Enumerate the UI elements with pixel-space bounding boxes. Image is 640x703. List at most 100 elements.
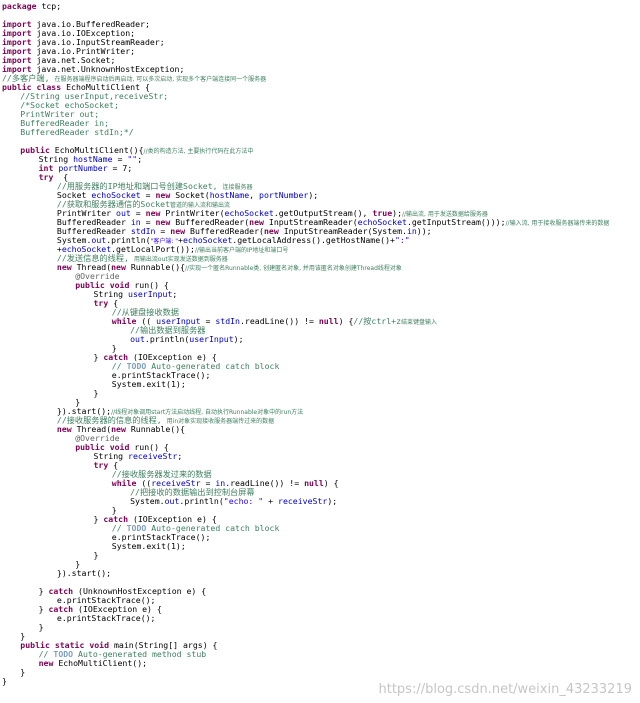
code-token: }).start(); — [56, 568, 112, 578]
code-token: .println( — [144, 334, 190, 344]
code-token: BufferedReader — [56, 226, 131, 236]
code-token: (( — [136, 316, 157, 326]
code-token: PrintWriter — [56, 208, 117, 218]
code-token: catch — [103, 352, 129, 362]
code-token: = — [140, 190, 156, 200]
code-token: import — [2, 37, 32, 47]
code-token: = — [200, 478, 216, 488]
code-token: String — [93, 289, 129, 299]
code-token: = — [155, 226, 171, 236]
code-token: ; — [172, 289, 178, 299]
code-token: void — [109, 442, 130, 452]
code-token: )); — [416, 226, 432, 236]
code-line: package tcp; — [2, 1, 61, 11]
code-line: import java.net.UnknownHostException; — [2, 64, 184, 74]
code-token: = — [140, 217, 156, 227]
code-token: 在服务器端程序启动后再启动, 可以多次启动, 实现多个客户端连接同一个服务器 — [54, 76, 267, 83]
code-token: EchoMultiClient { — [61, 82, 150, 92]
code-token: userInput — [189, 334, 234, 344]
code-token: = — [112, 154, 128, 164]
code-token: BufferedReader — [56, 217, 131, 227]
code-token: new — [111, 262, 126, 272]
code-token: { — [53, 172, 69, 182]
code-token: Thread( — [71, 424, 112, 434]
code-token: public — [75, 442, 105, 452]
code-token: } — [38, 622, 44, 632]
code-token: new — [145, 208, 161, 218]
code-token: (IOException e) { — [128, 514, 217, 524]
code-line: } catch (UnknownHostException e) { — [39, 586, 207, 596]
code-token: Socket( — [170, 190, 210, 200]
code-token: System. — [111, 541, 147, 551]
code-token: Auto-generated method stub — [73, 649, 207, 659]
code-token: java.io.IOException; — [31, 28, 136, 38]
code-token: } — [20, 667, 26, 677]
code-token: run() { — [129, 280, 169, 290]
code-token: //按ctrl+z — [353, 316, 402, 326]
code-token: // — [111, 361, 127, 371]
code-token: new — [263, 226, 279, 236]
code-token: //输出当前客户端的IP地址和端口号 — [194, 247, 289, 254]
code-token: new — [155, 217, 171, 227]
code-token: 结束键盘输入 — [401, 319, 438, 326]
code-token: @Override — [75, 271, 120, 281]
code-token: , — [249, 190, 260, 200]
code-token: PrintWriter( — [160, 208, 225, 218]
code-token: Runnable(){ — [125, 262, 186, 272]
code-token: portNumber — [259, 190, 309, 200]
code-token: ) { — [323, 478, 339, 488]
code-token: InputStreamReader( — [263, 217, 358, 227]
code-token: java.net.UnknownHostException; — [31, 64, 185, 74]
code-token: catch — [48, 586, 74, 596]
code-line: int portNumber = 7; — [39, 163, 133, 173]
code-token: String — [93, 451, 129, 461]
code-token: //接收服务器发过来的数据 — [111, 469, 212, 479]
code-line: /*Socket echoSocket; — [20, 100, 119, 110]
code-token: Auto-generated catch block — [146, 361, 280, 371]
watermark: https://blog.csdn.net/weixin_43233219 — [378, 682, 632, 697]
code-token: null — [304, 478, 324, 488]
code-line: e.printStackTrace(); — [112, 532, 211, 542]
code-token: public — [20, 640, 50, 650]
code-token: BufferedReader( — [170, 217, 250, 227]
code-token: stdIn — [215, 316, 240, 326]
code-token: int — [38, 163, 54, 173]
code-token: new — [170, 226, 186, 236]
code-token: void — [109, 280, 130, 290]
code-token: (UnknownHostException e) { — [73, 586, 207, 596]
code-token: .getInputStream())); — [406, 217, 506, 227]
code-token: userInput — [128, 289, 173, 299]
code-line: //多客户端, 在服务器端程序启动后再启动, 可以多次启动, 实现多个客户端连接… — [2, 73, 266, 83]
code-line: String receiveStr; — [94, 451, 183, 461]
code-line: }).start(); — [57, 568, 111, 578]
code-token: new — [38, 658, 54, 668]
code-line: try { — [39, 172, 69, 182]
code-token: "echo: " — [223, 496, 264, 506]
code-token: //接收服务器的信息的线程, — [56, 415, 167, 425]
code-line: // TODO Auto-generated catch block — [112, 523, 280, 533]
code-token: PrintWriter out; — [20, 109, 100, 119]
code-line: public class EchoMultiClient { — [2, 82, 150, 92]
code-token: //实现一个匿名Runnable类, 创建匿名对象, 并用该匿名对象创建Thre… — [185, 265, 402, 272]
code-token: public — [20, 145, 50, 155]
code-line: } catch (IOException e) { — [94, 514, 217, 524]
code-token: stdIn — [130, 226, 156, 236]
code-token: ; — [177, 451, 183, 461]
code-token: main(String[] args) { — [109, 640, 218, 650]
code-token: package — [2, 1, 37, 11]
code-token: ); — [392, 208, 402, 218]
code-token: try — [38, 172, 54, 182]
code-token: in — [406, 226, 417, 236]
code-token: new — [56, 424, 72, 434]
code-token: + — [178, 235, 183, 245]
code-line: PrintWriter out = new PrintWriter(echoSo… — [57, 208, 488, 218]
code-token: out — [164, 496, 180, 506]
code-line: String hostName = ""; — [39, 154, 143, 164]
code-line: import java.io.InputStreamReader; — [2, 37, 165, 47]
code-token: new — [155, 190, 171, 200]
code-line: new Thread(new Runnable(){//实现一个匿名Runnab… — [57, 262, 402, 272]
code-token: new — [249, 217, 264, 227]
code-token: ); — [327, 496, 338, 506]
code-line: try { — [94, 460, 119, 470]
